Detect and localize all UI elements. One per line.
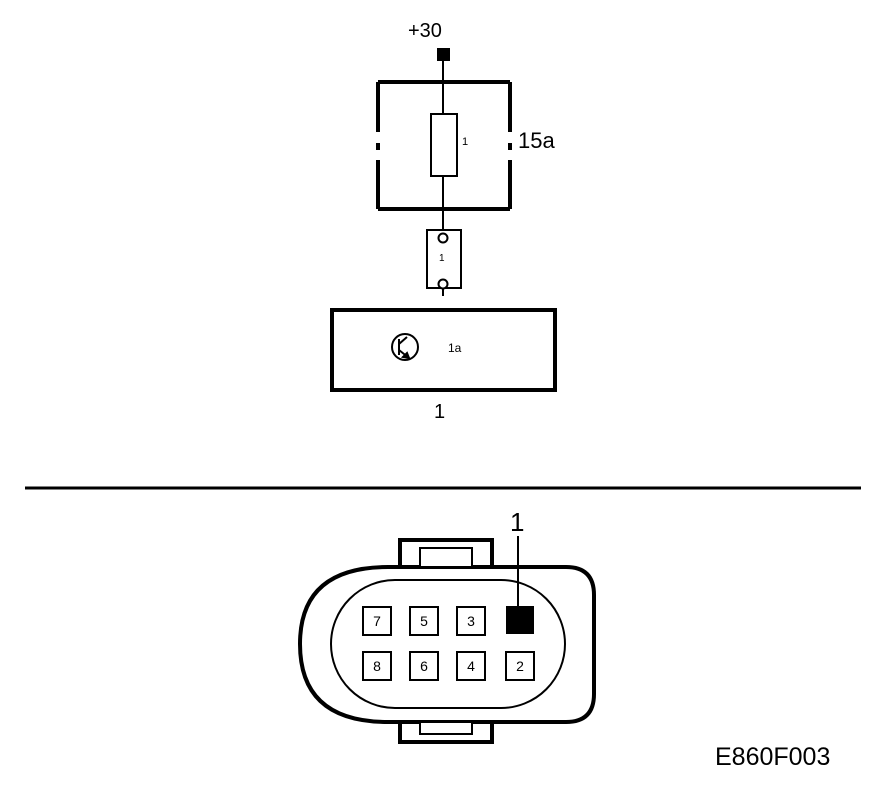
pin-8-label: 8 xyxy=(373,658,381,674)
pin-1-cavity xyxy=(506,606,534,634)
pin-4: 4 xyxy=(456,651,486,681)
connector-latch-bottom xyxy=(398,720,494,744)
pin-2-label: 2 xyxy=(516,658,524,674)
pin-6-label: 6 xyxy=(420,658,428,674)
connector-insert xyxy=(330,579,566,709)
pin-2: 2 xyxy=(505,651,535,681)
inline-connector-pin-label: 1 xyxy=(439,253,445,264)
supply-terminal xyxy=(437,48,450,61)
pin-7: 7 xyxy=(362,606,392,636)
fuse-element xyxy=(430,113,458,177)
module-inner-label: 1a xyxy=(448,341,462,355)
fuse-box xyxy=(376,80,512,211)
transistor-icon xyxy=(391,333,419,361)
pin-3-label: 3 xyxy=(467,613,475,629)
pin-callout-label: 1 xyxy=(510,507,525,537)
pin-5: 5 xyxy=(409,606,439,636)
fuse-box-label: 15a xyxy=(518,128,555,153)
figure-code: E860F003 xyxy=(715,743,831,771)
pin-4-label: 4 xyxy=(467,658,475,674)
supply-label: +30 xyxy=(408,20,442,42)
connector-latch-top xyxy=(398,538,494,569)
inline-connector-pin-top xyxy=(437,232,449,244)
fuse-pin-label: 1 xyxy=(462,136,469,148)
pin-7-label: 7 xyxy=(373,613,381,629)
module-box xyxy=(330,308,557,392)
pin-6: 6 xyxy=(409,651,439,681)
connector-face xyxy=(297,536,596,744)
pin-5-label: 5 xyxy=(420,613,428,629)
inline-connector-pin-bottom xyxy=(437,278,449,290)
pin-3: 3 xyxy=(456,606,486,636)
module-label: 1 xyxy=(434,401,446,423)
pin-8: 8 xyxy=(362,651,392,681)
